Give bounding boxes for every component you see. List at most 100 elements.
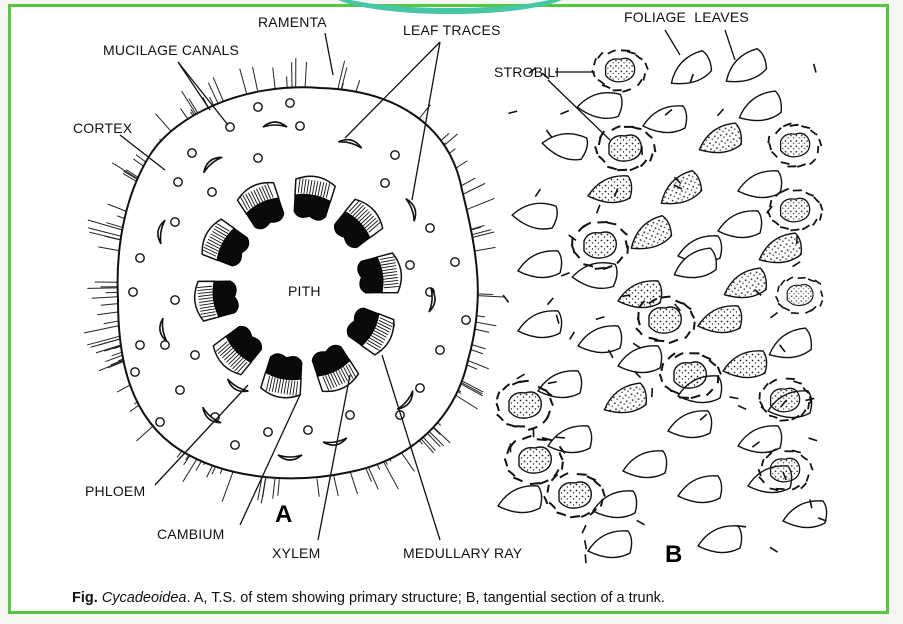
bract-dash [684, 304, 691, 310]
bract-dash [769, 416, 777, 419]
bract-dash [660, 374, 663, 382]
bract-dash [813, 219, 817, 225]
leaf-base-stippled [698, 306, 742, 333]
scale-dash [737, 526, 746, 527]
caption-genus: Cycadeoidea [102, 590, 187, 606]
bract-dash [808, 279, 815, 282]
bract-dash [626, 240, 628, 248]
ramentum-hair [273, 68, 276, 92]
scale-dash [729, 397, 738, 399]
mucilage-canal [191, 351, 199, 359]
bract-dash [505, 459, 507, 467]
leaf-outline [588, 531, 632, 558]
strobilus-core [674, 362, 706, 388]
leaf-outline [624, 214, 674, 254]
leaf-base-stippled [624, 214, 674, 254]
bract-dash [543, 416, 548, 423]
bract-dash [769, 143, 771, 150]
leaf-base [738, 171, 782, 198]
bract-dash [780, 420, 789, 421]
ramentum-hair [104, 321, 120, 324]
bract-dash [496, 403, 498, 411]
bract-dash [530, 483, 540, 484]
leaf-base [671, 247, 719, 281]
bract-dash [763, 383, 768, 389]
bract-dash [594, 58, 596, 65]
mucilage-canal [136, 341, 144, 349]
bract-dash [559, 452, 562, 460]
leaf-outline [540, 124, 590, 164]
bract-dash [679, 397, 689, 398]
bract-dash [497, 414, 503, 420]
bract-dash [801, 126, 810, 128]
bract-dash [819, 139, 821, 146]
bract-dash [781, 280, 785, 285]
leaf-outline [618, 281, 662, 308]
mucilage-canal [381, 179, 389, 187]
mucilage-canal [426, 224, 434, 232]
leaf-base [511, 196, 560, 233]
bract-dash [550, 398, 553, 406]
leaf-outline [718, 211, 762, 238]
caption-text: . A, T.S. of stem showing primary struct… [186, 590, 664, 606]
ramentum-hair [98, 247, 119, 251]
bract-dash [544, 496, 547, 504]
bract-dash [792, 485, 799, 489]
scale-dash [570, 332, 575, 340]
leaf-outline [678, 476, 722, 503]
mucilage-canal [416, 384, 424, 392]
mucilage-canal [286, 99, 294, 107]
bract-dash [783, 308, 790, 311]
bract-dash [810, 463, 813, 470]
scale-dash [582, 525, 586, 533]
bract-dash [790, 125, 799, 126]
bract-dash [661, 297, 671, 298]
bract-dash [759, 392, 760, 399]
scale-dash [556, 437, 565, 438]
label-phloem: PHLOEM [85, 483, 145, 499]
ramentum-hair [261, 477, 265, 503]
bract-dash [646, 132, 653, 138]
leaf-base-stippled [618, 281, 662, 308]
mucilage-canal [188, 149, 196, 157]
bract-dash [776, 128, 781, 134]
bract-dash [592, 70, 595, 77]
scale-dash [738, 406, 746, 410]
leaf-base [664, 49, 714, 89]
label-cortex: CORTEX [73, 120, 133, 136]
strobilus [595, 126, 655, 170]
mucilage-canal [129, 288, 137, 296]
scale-dash [585, 554, 586, 563]
leaf-outline [736, 90, 784, 124]
scale-dash [503, 295, 508, 302]
strobilus-core [584, 232, 616, 258]
mucilage-canal [171, 218, 179, 226]
scale-dash [547, 298, 553, 305]
bract-dash [570, 516, 580, 517]
scale-dash [793, 262, 801, 267]
leaf-base [623, 451, 667, 478]
label-strobili: STROBILI [494, 64, 559, 80]
bract-dash [762, 459, 764, 466]
label-ramenta: RAMENTA [258, 14, 327, 30]
leaf-outline [518, 311, 562, 338]
leaf-outline [738, 426, 782, 453]
mucilage-canal [462, 316, 470, 324]
label-xylem: XYLEM [272, 545, 320, 561]
scale-dash [637, 520, 645, 525]
leaf-outline [623, 451, 667, 478]
bract-dash [794, 381, 802, 384]
bract-dash [766, 453, 772, 459]
leaf-outline [721, 267, 769, 301]
bract-dash [818, 146, 819, 153]
leaf-outline [654, 169, 704, 209]
leaf-outline [723, 351, 767, 378]
ramentum-hair [101, 304, 118, 306]
strobilus-core [606, 58, 635, 82]
bract-dash [636, 55, 643, 60]
bract-dash [665, 386, 672, 391]
bract-dash [797, 164, 805, 167]
bract-dash [820, 204, 822, 211]
leaf-outline [576, 87, 624, 121]
